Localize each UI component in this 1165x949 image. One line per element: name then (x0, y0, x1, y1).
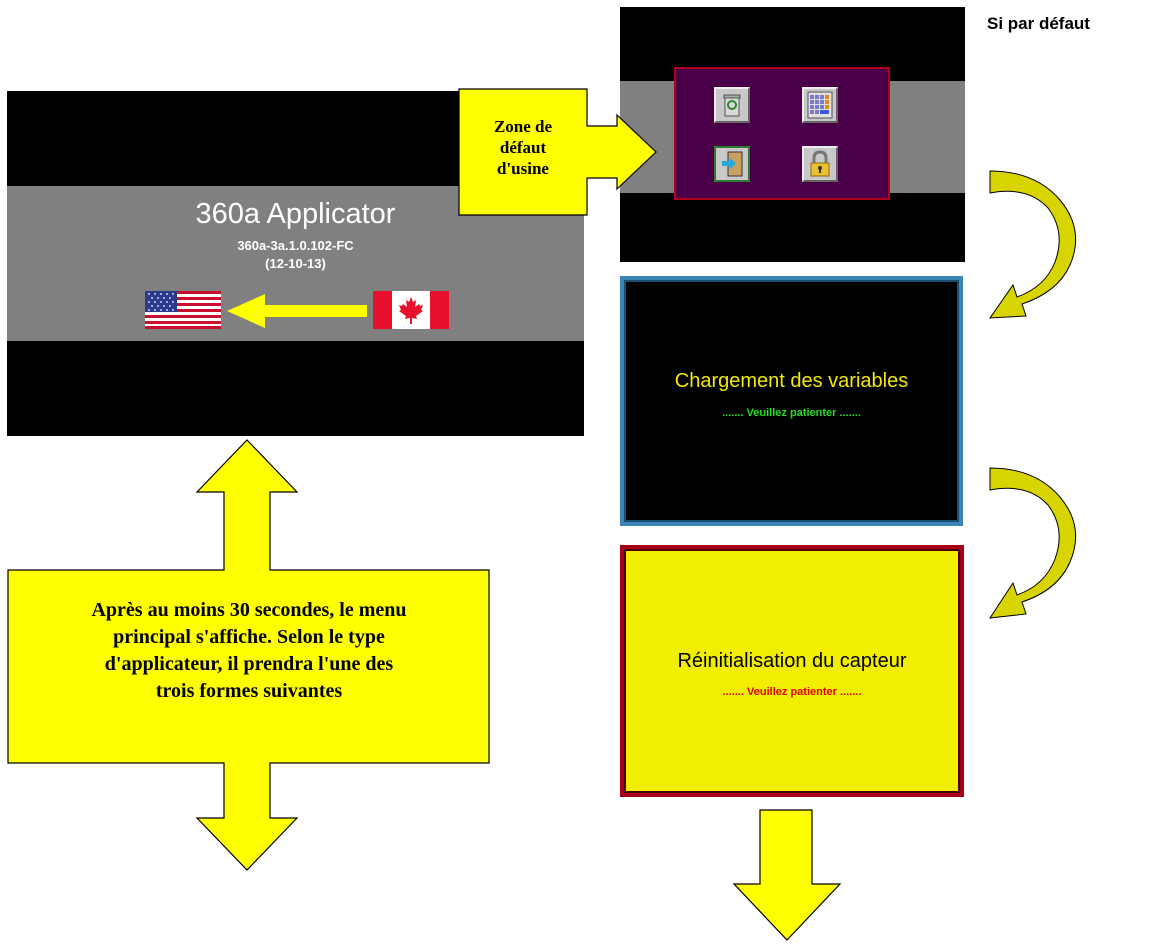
factory-callout-line1: Zone de (493, 117, 553, 136)
factory-callout-text: Zone de défaut d'usine (463, 116, 583, 179)
main-callout-text: Après au moins 30 secondes, le menu prin… (12, 597, 486, 705)
calculator-icon[interactable] (802, 87, 838, 123)
splash-screen: 360a Applicator 360a-3a.1.0.102-FC (12-1… (7, 91, 584, 436)
main-callout-line4: trois formes suivantes (155, 680, 343, 702)
padlock-icon[interactable] (802, 146, 838, 182)
canada-flag-icon (373, 291, 449, 329)
reset-title: Réinitialisation du capteur (677, 650, 907, 672)
curved-arrow-2 (988, 467, 1077, 619)
splash-version: 360a-3a.1.0.102-FC (237, 238, 354, 253)
splash-band: 360a Applicator 360a-3a.1.0.102-FC (12-1… (7, 186, 584, 341)
recycle-bin-icon[interactable] (714, 87, 750, 123)
loading-title: Chargement des variables (674, 370, 909, 392)
splash-date: (12-10-13) (265, 256, 326, 271)
factory-callout-shape (458, 88, 657, 216)
sensor-reset-screen: Réinitialisation du capteur ....... Veui… (620, 545, 964, 797)
factory-callout-line2: défaut (499, 138, 547, 157)
language-arrow-icon (227, 294, 367, 328)
factory-callout-line3: d'usine (497, 159, 549, 178)
loading-subtitle: ....... Veuillez patienter ....... (722, 407, 861, 419)
curved-arrow-1 (989, 170, 1077, 319)
main-callout-shape (7, 439, 490, 871)
usa-flag-icon (145, 291, 221, 329)
main-callout-line2: principal s'affiche. Selon le type (113, 626, 385, 648)
splash-title: 360a Applicator (195, 198, 396, 230)
main-callout-line1: Après au moins 30 secondes, le menu (91, 599, 407, 621)
factory-reset-screen (620, 7, 965, 262)
main-callout-line3: d'applicateur, il prendra l'une des (104, 653, 394, 675)
loading-variables-screen: Chargement des variables ....... Veuille… (620, 276, 963, 526)
reset-subtitle: ....... Veuillez patienter ....... (722, 686, 862, 698)
page-heading: Si par défaut (987, 14, 1090, 33)
factory-menu (674, 67, 890, 200)
down-arrow (732, 809, 842, 941)
exit-door-icon[interactable] (714, 146, 750, 182)
